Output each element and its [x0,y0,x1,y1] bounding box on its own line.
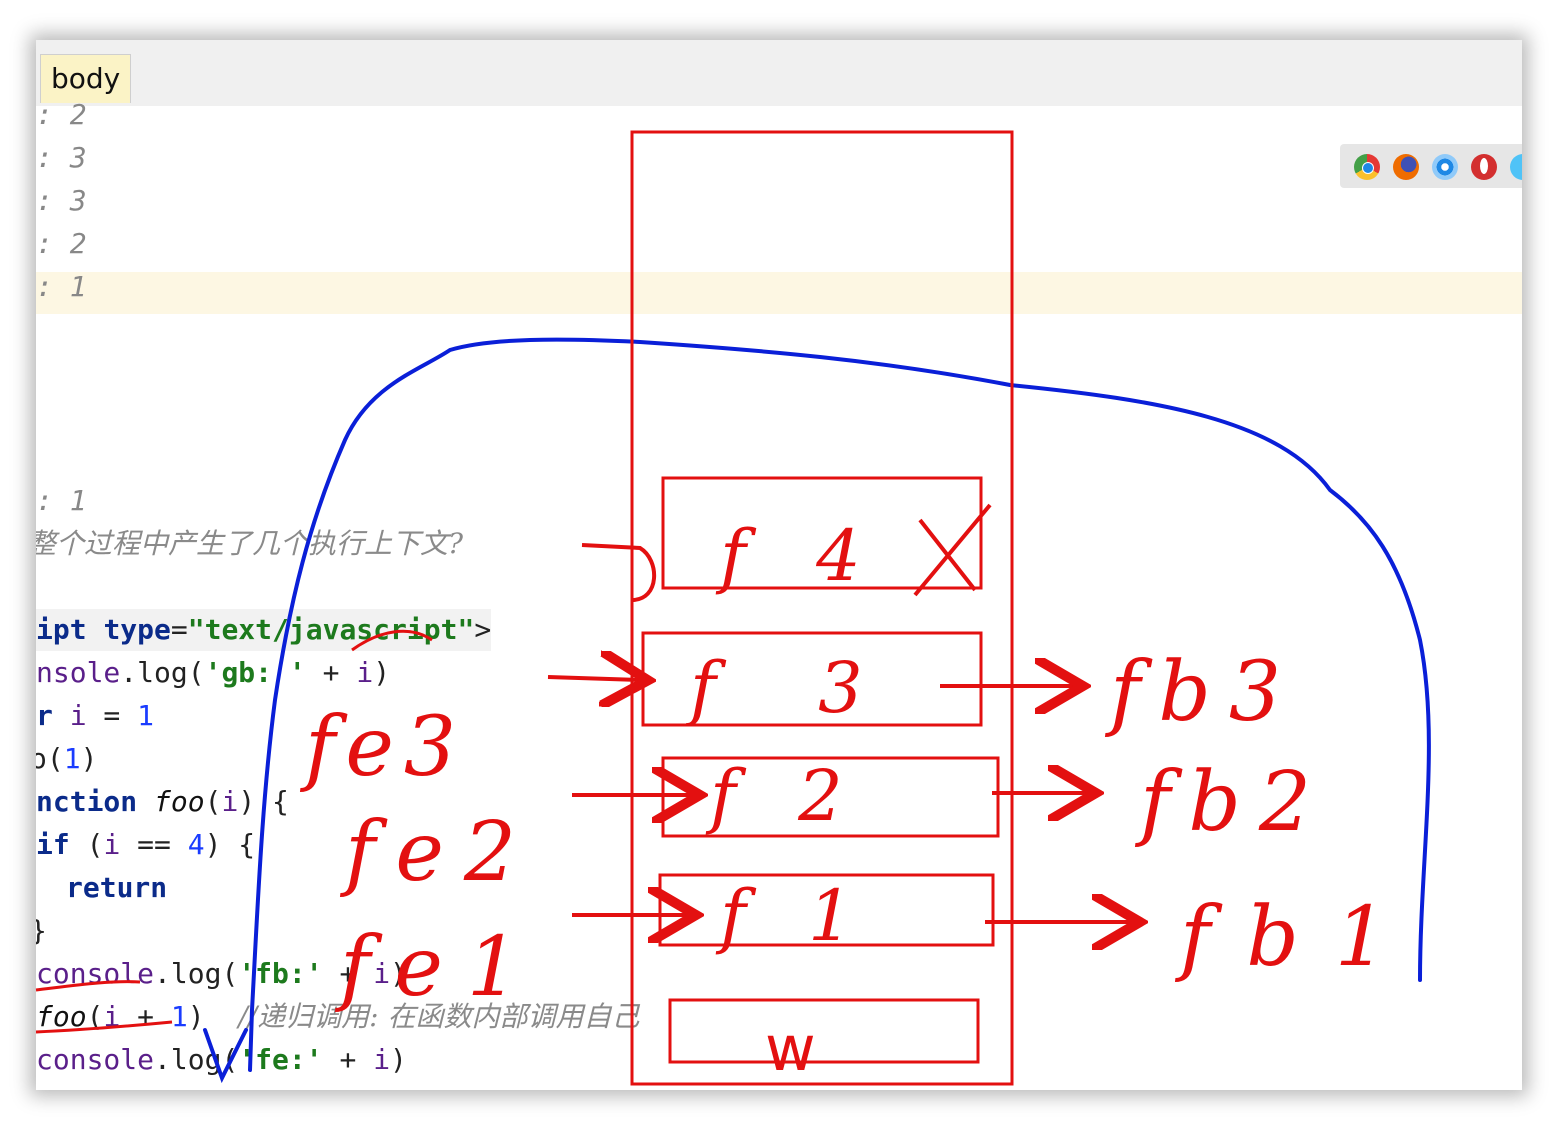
fb-label-3: fb3 [1104,645,1299,740]
code-line-close-brace: } [36,910,47,952]
arrow-into-f3 [547,677,640,680]
current-line-highlight [36,272,1522,314]
fe-label-2: fe2 [339,805,536,900]
fe-label-3: fe3 [299,700,466,795]
console-output-line: : 2 [36,98,87,131]
fb-label-1: fb1 [1174,890,1423,985]
question-arrow [581,543,656,602]
console-output-line: : 1 [36,484,87,517]
chrome-icon[interactable] [1354,154,1380,180]
code-line-call-foo: o(1) [36,742,98,775]
code-line-log-gb: nsole.log('gb: ' + i) [36,656,391,689]
fb-label-2: fb2 [1134,755,1329,850]
stack-frame-f3-label: f 3 [685,647,903,729]
question-comment: 整个过程中产生了几个执行上下文? [36,527,464,560]
stack-frame-window [668,998,980,1064]
code-line-if-statement: if (i == 4) { [36,828,256,861]
script-open-tag: ipt type="text/javascript"> [36,609,492,651]
breadcrumb-body-tag[interactable]: body [40,54,132,103]
stack-frame-window-label: w [765,1012,816,1085]
code-line-return: return [66,871,168,904]
stack-frame-f4 [661,476,983,590]
execution-stack-container [630,130,1014,1086]
underline-console-log-fb [35,980,141,992]
breadcrumb-bar: body [36,40,1522,107]
browser-preview-bar [1340,144,1522,188]
stack-frame-f4-label: f 4 [715,515,885,597]
ie-icon[interactable] [1510,154,1522,180]
ide-window: body : 2 : 3 : 3 : 2 : 1 : 1 整个过程中产生了几个执… [36,40,1522,1090]
stack-frame-f4-cross [913,503,992,597]
safari-icon[interactable] [1432,154,1458,180]
console-output-line: : 3 [36,141,87,174]
console-output-line: : 2 [36,227,87,260]
stack-frame-f2-label: f 2 [705,755,863,837]
fe-label-1: fe1 [334,920,543,1015]
recursion-flow-curve [248,337,1431,1072]
opera-icon[interactable] [1471,154,1497,180]
code-line-log-fe: console.log('fe:' + i) [36,1043,407,1076]
console-output-line: : 1 [36,270,87,303]
console-output-line: : 3 [36,184,87,217]
scribble-gb-line [351,629,433,652]
code-editor[interactable]: : 2 : 3 : 3 : 2 : 1 : 1 整个过程中产生了几个执行上下文?… [36,98,1522,1090]
code-line-function-decl: nction foo(i) { [36,785,289,818]
recursion-flow-arrowhead [203,1028,248,1084]
stack-frame-f1-label: f 1 [715,875,873,957]
underline-foo-call [35,1020,173,1034]
firefox-icon[interactable] [1393,154,1419,180]
code-line-var-decl: r i = 1 [36,699,155,732]
